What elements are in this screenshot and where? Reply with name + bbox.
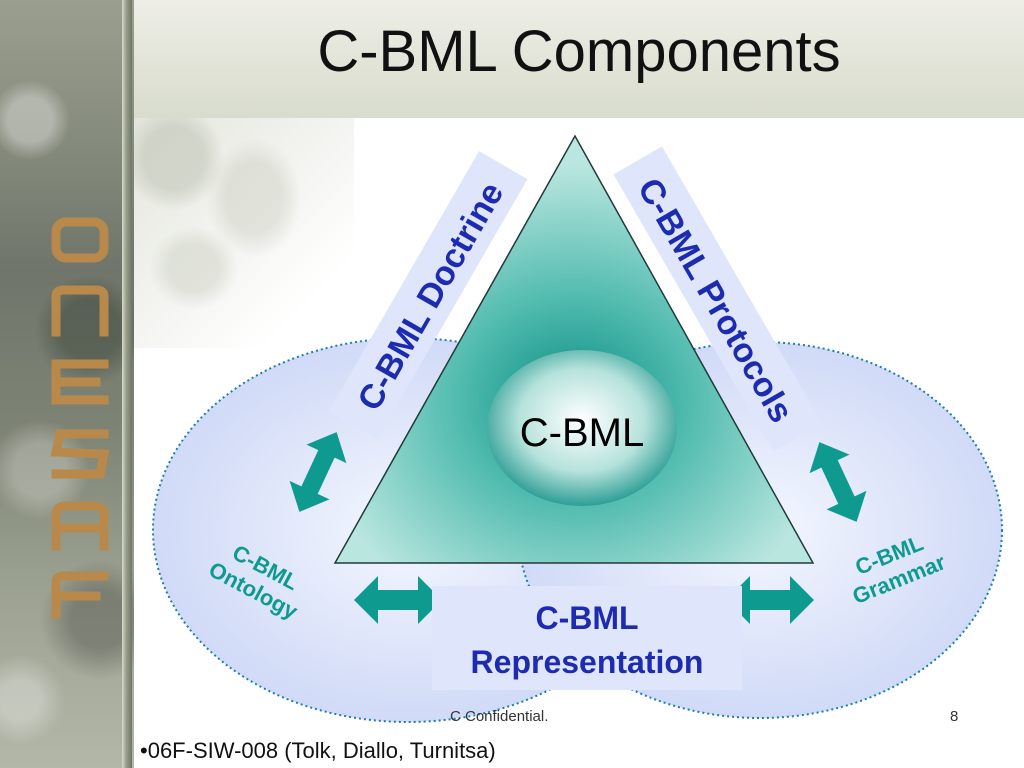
ontology-doctrine-arrow <box>289 432 347 512</box>
reference-citation: •06F-SIW-008 (Tolk, Diallo, Turnitsa) <box>140 738 496 763</box>
components-triangle <box>333 134 815 564</box>
header-band <box>134 0 1024 118</box>
ontology-representation-arrow <box>354 576 442 624</box>
sidebar-edge <box>122 0 132 768</box>
page-number: 8 <box>950 708 959 725</box>
footer-confidential: C Confidential. <box>450 708 549 725</box>
onesaf-logo: onesaf <box>50 217 110 619</box>
representation-box <box>432 586 742 690</box>
representation-line1: C-BML <box>535 600 638 636</box>
grammar-protocols-arrow <box>809 442 867 522</box>
camouflage-texture <box>134 118 354 348</box>
center-label: C-BML <box>520 411 644 455</box>
grammar-representation-arrow <box>726 576 814 624</box>
page-title: C-BML Components <box>317 19 841 84</box>
center-oval <box>487 350 677 506</box>
representation-line2: Representation <box>471 644 704 680</box>
